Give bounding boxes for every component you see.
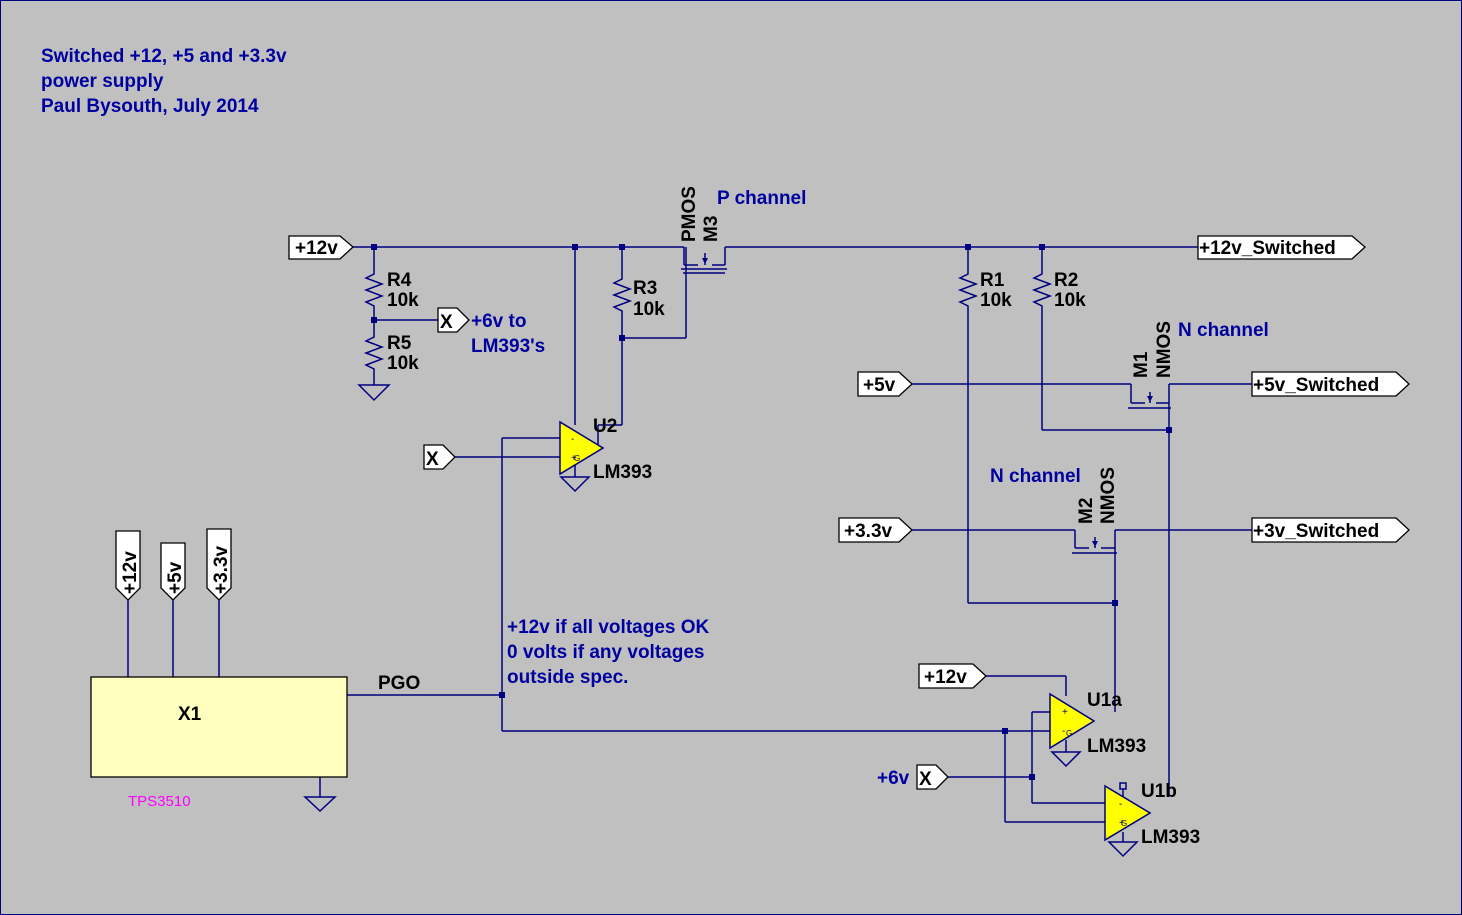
comparator-u1b: - + G U1b LM393	[1104, 781, 1200, 858]
pgo-label: PGO	[378, 673, 420, 694]
net-flag-out-5v: +5v_Switched	[1251, 371, 1410, 397]
svg-text:X: X	[440, 312, 453, 333]
r5-ref: R5	[387, 333, 412, 354]
resistor-r4: R4 10k	[363, 270, 419, 311]
net-flag-x1-12v: +12v	[115, 530, 141, 601]
resistor-r1: R1 10k	[957, 270, 1012, 311]
svg-text:+: +	[571, 453, 577, 464]
net-flag-in-5v: +5v	[857, 371, 913, 397]
mosfet-m2: M2 NMOS	[1072, 467, 1119, 554]
svg-text:+5v_Switched: +5v_Switched	[1253, 375, 1379, 396]
u1b-ref: U1b	[1141, 781, 1177, 802]
net-flag-x1-5v: +5v	[160, 542, 186, 601]
m2-type: NMOS	[1098, 467, 1119, 524]
r5-value: 10k	[387, 353, 419, 374]
resistor-r3: R3 10k	[611, 275, 665, 320]
pgo-annotation-line-2: 0 volts if any voltages	[507, 642, 704, 663]
r2-value: 10k	[1054, 290, 1086, 311]
r1-value: 10k	[980, 290, 1012, 311]
net-flag-in-3v3: +3.3v	[838, 517, 913, 543]
svg-text:G: G	[1121, 819, 1127, 828]
svg-text:-: -	[1119, 799, 1122, 810]
x1-block: X1 TPS3510	[90, 676, 348, 810]
m2-ref: M2	[1076, 498, 1097, 524]
svg-text:G: G	[1066, 729, 1072, 738]
u2-part: LM393	[593, 462, 652, 483]
r3-value: 10k	[633, 299, 665, 320]
ground-symbol-r5	[357, 384, 391, 402]
net-flag-in-12v: +12v	[288, 235, 354, 260]
comparator-u2: - + G U2 LM393	[559, 416, 652, 493]
six-v-annotation-line-2: LM393's	[471, 336, 545, 357]
r4-ref: R4	[387, 270, 412, 291]
wires	[127, 246, 1252, 823]
svg-text:+: +	[1119, 818, 1125, 829]
resistor-r2: R2 10k	[1031, 270, 1086, 311]
r1-ref: R1	[980, 270, 1005, 291]
pgo-annotation-line-3: outside spec.	[507, 667, 628, 688]
svg-text:+3.3v: +3.3v	[211, 545, 232, 594]
svg-text:+12v: +12v	[295, 238, 338, 259]
title-line-1: Switched +12, +5 and +3.3v	[41, 46, 287, 67]
resistor-r5: R5 10k	[363, 333, 419, 374]
svg-text:+3v_Switched: +3v_Switched	[1253, 521, 1379, 542]
junctions	[371, 244, 1172, 780]
svg-text:+12v_Switched: +12v_Switched	[1199, 238, 1336, 259]
n-channel-label-1: N channel	[1178, 320, 1269, 341]
six-v-label: +6v	[877, 768, 910, 789]
svg-text:+5v: +5v	[863, 375, 896, 396]
mosfet-m3: PMOS M3	[679, 186, 727, 274]
x1-ref: X1	[178, 704, 202, 725]
u2-ref: U2	[593, 416, 617, 437]
m1-type: NMOS	[1154, 321, 1175, 378]
r2-ref: R2	[1054, 270, 1078, 291]
net-flag-out-3v: +3v_Switched	[1251, 517, 1410, 543]
net-flag-x-6v: X	[916, 764, 949, 790]
net-flag-x-u2: X	[423, 444, 456, 470]
r4-value: 10k	[387, 290, 419, 311]
svg-text:+12v: +12v	[120, 551, 141, 594]
u1a-part: LM393	[1087, 736, 1146, 757]
net-flag-out-12v: +12v_Switched	[1197, 235, 1366, 260]
svg-text:G: G	[574, 454, 580, 463]
x1-part: TPS3510	[128, 793, 191, 810]
svg-text:X: X	[426, 449, 439, 470]
ground-symbol-x1	[303, 796, 337, 813]
u1a-ref: U1a	[1087, 690, 1122, 711]
p-channel-label: P channel	[717, 188, 806, 209]
pgo-annotation-line-1: +12v if all voltages OK	[507, 617, 710, 638]
mosfet-m1: M1 NMOS	[1128, 321, 1175, 409]
title-line-2: power supply	[41, 71, 164, 92]
net-flag-x1-3v3: +3.3v	[206, 528, 232, 601]
u1b-part: LM393	[1141, 827, 1200, 848]
net-flag-u1a-12v: +12v	[918, 663, 987, 689]
svg-text:+: +	[1062, 707, 1068, 718]
m1-ref: M1	[1131, 351, 1152, 378]
svg-text:+3.3v: +3.3v	[844, 521, 893, 542]
m3-ref: M3	[701, 216, 722, 242]
net-flag-x-divider: X	[437, 307, 470, 333]
svg-text:+5v: +5v	[165, 561, 186, 594]
r3-ref: R3	[633, 278, 657, 299]
svg-text:+12v: +12v	[924, 667, 967, 688]
n-channel-label-2: N channel	[990, 466, 1081, 487]
six-v-annotation-line-1: +6v to	[471, 311, 526, 332]
title-line-3: Paul Bysouth, July 2014	[41, 96, 259, 117]
svg-text:X: X	[919, 769, 932, 790]
svg-text:-: -	[571, 434, 574, 445]
m3-type: PMOS	[679, 186, 700, 242]
comparator-u1a: + - G U1a LM393	[1049, 690, 1146, 768]
svg-text:-: -	[1062, 726, 1065, 737]
